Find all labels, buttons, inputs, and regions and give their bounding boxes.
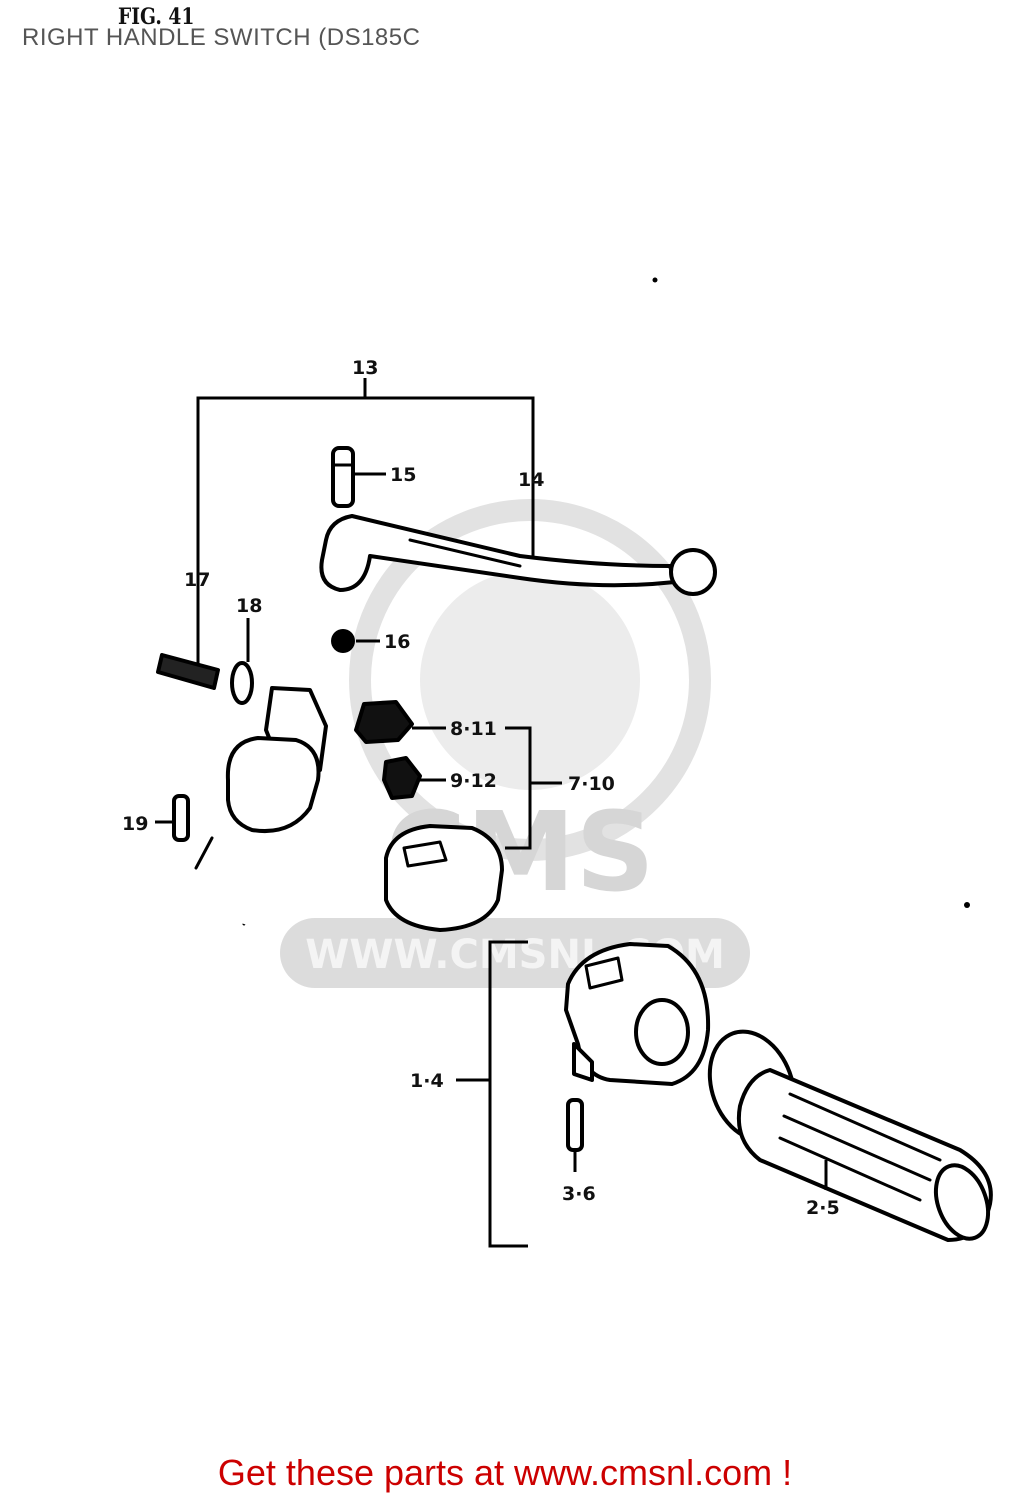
switch-knob-9-12-shape [382, 756, 422, 800]
bracket-housing-edge [194, 836, 214, 870]
washer-18-shape [230, 661, 254, 705]
callout-8-11: 8·11 [450, 718, 497, 740]
switch-housing-upper-body [384, 824, 504, 932]
bracket-housing-clamp [225, 736, 321, 833]
lever-14-rib [408, 538, 522, 568]
switch-housing-upper [242, 824, 504, 932]
callout-17: 17 [184, 569, 210, 591]
part-18-washer [230, 618, 254, 705]
part-9-12-switch-knob [382, 756, 446, 800]
screw-3-6-shape [566, 1098, 584, 1152]
figure-number: FIG. 41 [118, 4, 195, 30]
switch-housing-lower-button [584, 956, 624, 990]
stray-dot-right [964, 902, 970, 908]
switch-housing-lower [564, 942, 711, 1086]
part-16-nut [331, 629, 380, 653]
grip-rib-2 [782, 1114, 932, 1182]
switch-housing-lower-lug [572, 1042, 594, 1082]
grip-body [736, 1068, 993, 1242]
page-title: RIGHT HANDLE SWITCH (DS185C [22, 24, 421, 51]
part-3-6-screw [566, 1098, 584, 1172]
part-2-5-grip [707, 1029, 993, 1242]
screw-19-shape [172, 794, 190, 842]
switch-piece-8-11-shape [354, 700, 414, 744]
callout-13: 13 [352, 357, 378, 379]
nut-16-shape [331, 629, 355, 653]
grip-rib-1 [788, 1092, 942, 1162]
callout-15: 15 [390, 464, 416, 486]
part-8-11-switch-piece [354, 700, 446, 744]
bolt-15-shape [331, 446, 355, 508]
bracket-13 [196, 378, 535, 680]
switch-cable-inner [242, 847, 395, 925]
callout-7-10: 7·10 [568, 773, 615, 795]
watermark-mascot-outline [349, 499, 711, 861]
part-17-bolt [156, 592, 220, 690]
part-15-bolt [331, 446, 386, 508]
lever-14-ball-end [669, 548, 717, 596]
lever-14-body [319, 514, 677, 592]
callout-9-12: 9·12 [450, 770, 497, 792]
footer-shop-link[interactable]: Get these parts at www.cmsnl.com ! [217, 1452, 793, 1493]
bolt-17-shape [156, 653, 220, 690]
grip-end [933, 1163, 991, 1241]
callout-labels: 13 14 15 16 17 18 19 8·11 9·12 7·10 1·4 … [122, 357, 840, 1219]
bracket-1-4-line [488, 940, 528, 1248]
part-14-lever [319, 514, 717, 596]
bracket-1-4 [456, 940, 528, 1248]
callout-1-4: 1·4 [410, 1070, 444, 1092]
callout-14: 14 [518, 469, 544, 491]
part-19-screw [155, 794, 190, 842]
watermark-mascot-face [420, 570, 640, 790]
switch-housing-upper-button [402, 840, 448, 868]
grip-rib-3 [778, 1136, 922, 1202]
callout-2-5: 2·5 [806, 1197, 840, 1219]
callout-19: 19 [122, 813, 148, 835]
callout-18: 18 [236, 595, 262, 617]
switch-housing-lower-bore [634, 998, 690, 1066]
lever-bracket-housing [194, 686, 328, 870]
callout-3-6: 3·6 [562, 1183, 596, 1205]
stray-dot-top [652, 277, 658, 283]
callout-16: 16 [384, 631, 410, 653]
bracket-7-10-line [505, 726, 532, 850]
bracket-7-10 [505, 726, 562, 850]
